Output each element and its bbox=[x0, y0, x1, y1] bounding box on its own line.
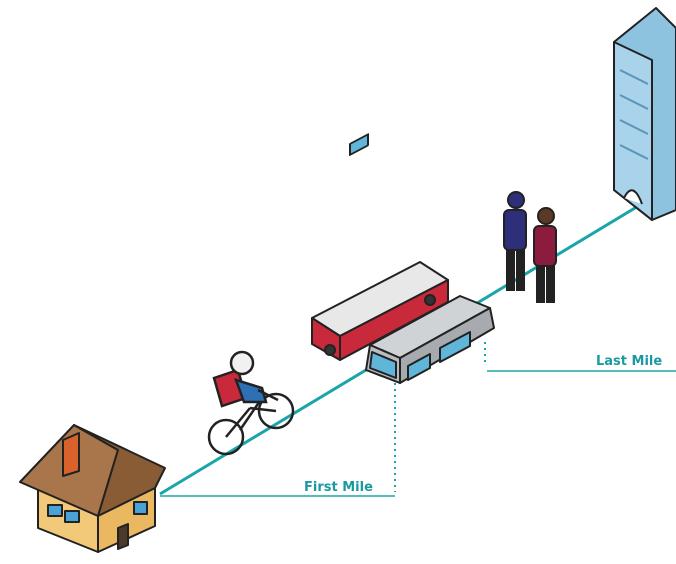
house-icon bbox=[20, 425, 165, 552]
last-mile-label: Last Mile bbox=[596, 354, 662, 369]
pedestrians-icon bbox=[504, 192, 556, 302]
office-tower-icon bbox=[614, 8, 676, 220]
first-mile-label: First Mile bbox=[304, 480, 373, 495]
